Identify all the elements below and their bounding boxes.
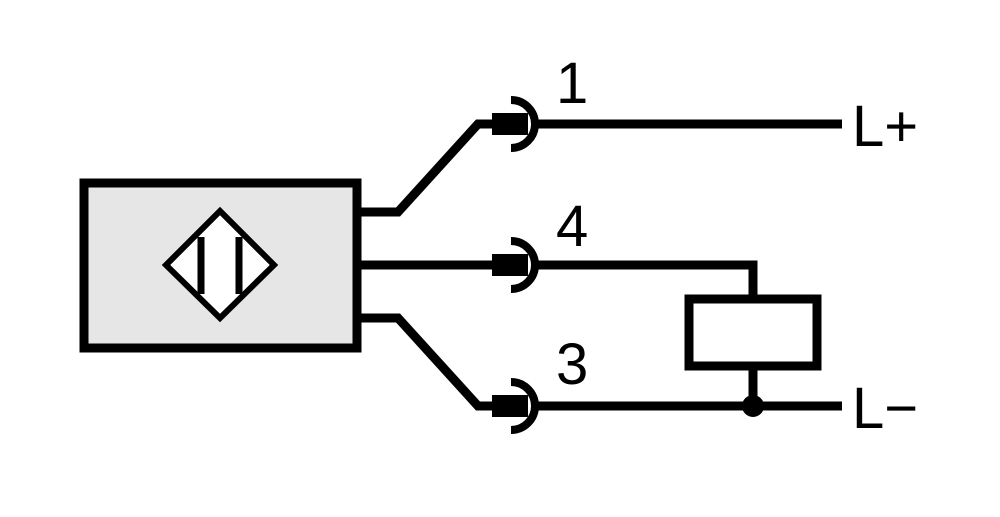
supply-label-negative: L− <box>852 376 918 441</box>
supply-label-positive: L+ <box>852 94 918 159</box>
connector-pin-3 <box>492 378 539 434</box>
socket-icon <box>510 378 539 434</box>
pin-number-4: 4 <box>556 194 588 259</box>
plug-icon <box>492 254 528 276</box>
wire-lead-pin-3 <box>357 313 500 411</box>
plug-icon <box>492 395 528 417</box>
wire-pin-4-to-load <box>535 260 758 299</box>
socket-icon <box>510 96 539 152</box>
connector-pin-4 <box>492 237 539 293</box>
pin-number-3: 3 <box>556 332 588 397</box>
plug-icon <box>492 113 528 135</box>
load-resistor-icon <box>684 294 822 371</box>
pin-number-1: 1 <box>556 51 588 116</box>
junction-dot <box>742 395 764 417</box>
sensor-block <box>79 178 362 353</box>
wire-lead-pin-1 <box>357 119 500 217</box>
inductive-sensor-icon <box>161 206 279 323</box>
connector-pin-1 <box>492 96 539 152</box>
socket-icon <box>510 237 539 293</box>
